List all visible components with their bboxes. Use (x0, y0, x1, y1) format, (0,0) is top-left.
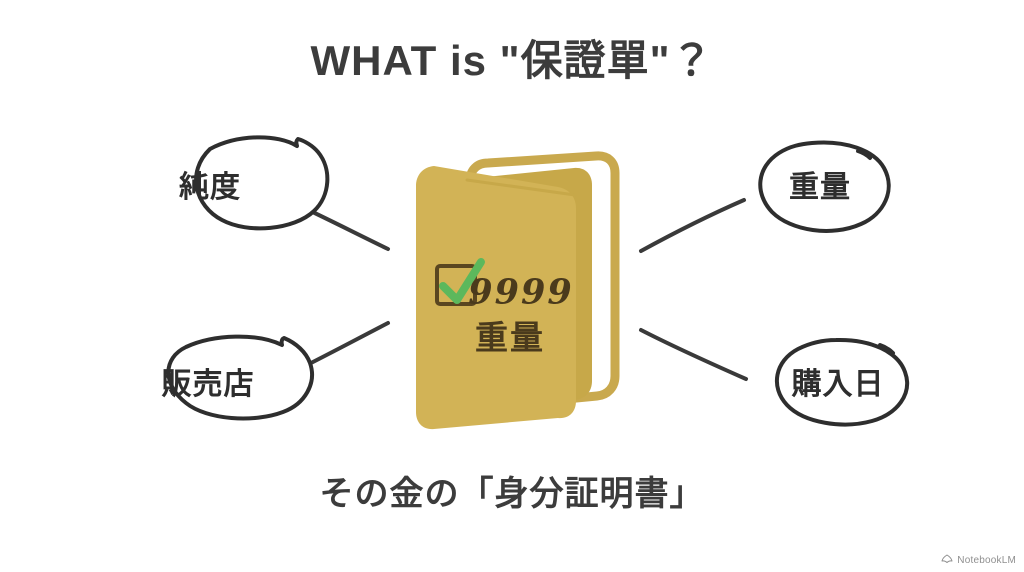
bubble-outlines (166, 135, 909, 427)
bubble-shape-dealer[interactable] (166, 334, 314, 421)
booklet-back-cover (465, 151, 620, 404)
notebooklm-logo-icon (941, 554, 953, 563)
bubble-shape-weight[interactable] (758, 140, 891, 233)
bubble-shape-purity[interactable] (194, 135, 330, 231)
watermark: NotebookLM (941, 554, 1016, 566)
page-title: WHAT is "保證單"？ (310, 37, 714, 84)
booklet-front-cover (416, 166, 576, 430)
watermark-label: NotebookLM (957, 554, 1016, 566)
gold-certificate-booklet (416, 151, 620, 430)
bubble-shape-purchase-date[interactable] (775, 337, 909, 427)
connector-purchase-date (639, 328, 748, 381)
checkmark-icon (439, 258, 485, 304)
booklet-fold-crease (465, 178, 577, 197)
page-caption: その金の「身分証明書」 (319, 475, 705, 513)
connector-weight (639, 198, 746, 253)
checkbox-box (435, 264, 477, 306)
